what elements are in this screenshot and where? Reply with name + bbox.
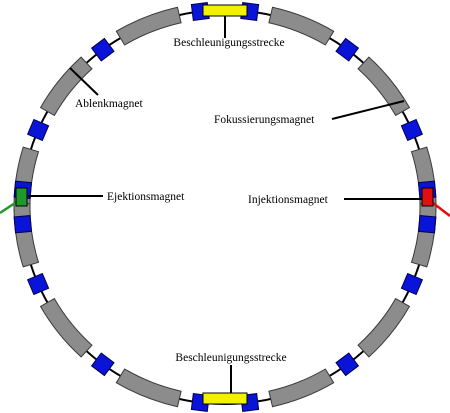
- acceleration-section-top: [202, 4, 248, 17]
- bending-magnet-7: [13, 202, 40, 268]
- bending-magnet-2: [268, 6, 335, 46]
- ejection-magnet: [15, 187, 28, 207]
- focusing-magnet-4: [335, 37, 360, 62]
- injection-magnet: [421, 187, 434, 207]
- bending-magnet-1: [115, 6, 182, 46]
- bending-magnet-8: [410, 202, 437, 268]
- bending-magnet-12: [268, 368, 335, 408]
- label-accel-bottom: Beschleunigungsstrecke: [175, 352, 286, 364]
- leader-focusing-magnet: [331, 100, 405, 120]
- label-focusing-magnet: Fokussierungsmagnet: [214, 114, 315, 126]
- focusing-magnet-11: [90, 352, 115, 377]
- bending-magnet-4: [357, 56, 411, 117]
- focusing-magnet-8: [13, 214, 33, 234]
- focusing-magnet-5: [26, 118, 50, 142]
- focusing-magnet-3: [90, 37, 115, 62]
- label-accel-top: Beschleunigungsstrecke: [173, 37, 284, 49]
- focusing-magnet-6: [400, 118, 424, 142]
- focusing-magnet-12: [335, 352, 360, 377]
- focusing-magnet-16: [417, 214, 437, 234]
- label-bending-magnet: Ablenkmagnet: [75, 98, 144, 110]
- bending-magnet-9: [39, 297, 93, 358]
- focusing-magnet-10: [400, 272, 424, 296]
- acceleration-section-bottom: [202, 392, 248, 405]
- bending-magnet-3: [39, 56, 93, 117]
- focusing-magnet-9: [26, 272, 50, 296]
- bending-magnets: [13, 6, 437, 408]
- label-injection-magnet: Injektionsmagnet: [248, 194, 329, 206]
- bending-magnet-11: [115, 368, 182, 408]
- leader-bending-magnet: [69, 67, 99, 96]
- label-ejection-magnet: Ejektionsmagnet: [107, 191, 185, 203]
- bending-magnet-10: [357, 297, 411, 358]
- ejection-beam-line: [0, 199, 19, 215]
